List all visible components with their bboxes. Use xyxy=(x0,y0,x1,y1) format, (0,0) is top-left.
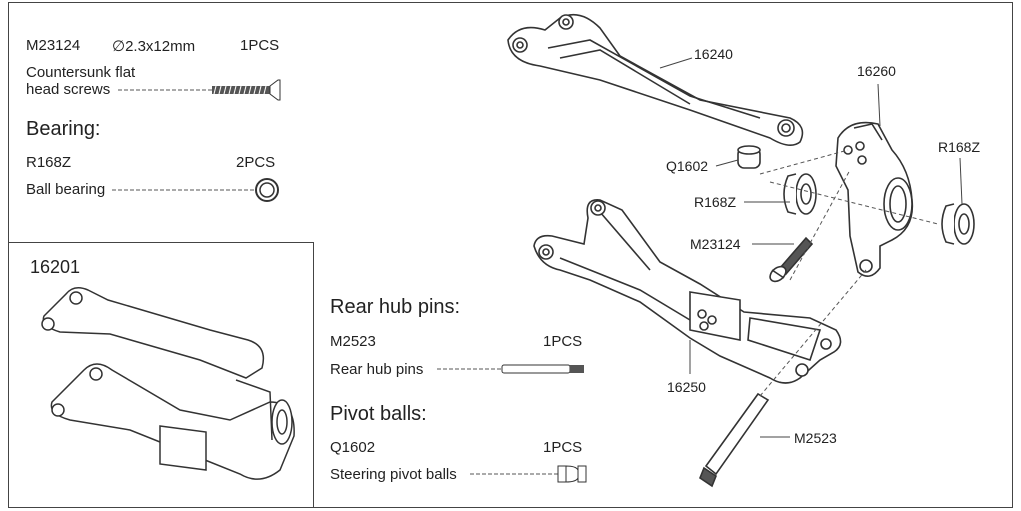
assembly-label: 16201 xyxy=(30,257,81,277)
pin-drawing xyxy=(699,392,770,488)
rear-hub-pin-icon xyxy=(437,364,584,374)
screw-drawing xyxy=(769,236,814,283)
hub-carrier-drawing xyxy=(835,121,914,277)
assembly-axes xyxy=(759,149,939,397)
callout-pin: M2523 xyxy=(794,430,837,446)
screw-qty: 1PCS xyxy=(240,37,280,54)
assembly-inset-frame xyxy=(8,242,314,508)
callout-bearing-right: R168Z xyxy=(938,139,981,155)
countersunk-screw-icon xyxy=(118,79,281,101)
screw-name-line2: head screws xyxy=(26,81,111,98)
upper-arm-drawing xyxy=(507,13,804,146)
ball-bearing-icon xyxy=(112,178,279,202)
steering-pivot-ball-icon xyxy=(470,465,587,483)
hub-pins-heading: Rear hub pins: xyxy=(330,296,461,318)
screw-code: M23124 xyxy=(26,37,81,54)
pivot-balls-heading: Pivot balls: xyxy=(330,403,427,425)
callout-bearing-left: R168Z xyxy=(694,194,737,210)
callout-pivot-ball: Q1602 xyxy=(666,158,709,174)
bearing-right-drawing xyxy=(941,203,975,245)
callout-lower-arm: 16250 xyxy=(667,379,706,395)
bearing-left-drawing xyxy=(783,173,817,215)
bearing-qty: 2PCS xyxy=(236,154,276,171)
pivot-balls-code: Q1602 xyxy=(330,439,376,456)
bearing-name: Ball bearing xyxy=(26,181,106,198)
screw-size: ∅2.3x12mm xyxy=(112,38,196,55)
callout-upper-arm: 16240 xyxy=(694,46,733,62)
pivot-ball-drawing xyxy=(737,145,761,169)
hub-pins-qty: 1PCS xyxy=(543,333,583,350)
bearing-code: R168Z xyxy=(26,154,72,171)
screw-name-line1: Countersunk flat xyxy=(26,64,136,81)
lower-arm-drawing xyxy=(533,199,842,384)
assembly-16201-drawing xyxy=(41,287,295,480)
pivot-balls-qty: 1PCS xyxy=(543,439,583,456)
pivot-balls-name: Steering pivot balls xyxy=(330,466,457,483)
hub-pins-name: Rear hub pins xyxy=(330,361,424,378)
hub-pins-code: M2523 xyxy=(330,333,376,350)
leader-lines xyxy=(659,57,963,438)
callout-hub-carrier: 16260 xyxy=(857,63,896,79)
bearing-heading: Bearing: xyxy=(26,118,101,140)
callout-screw: M23124 xyxy=(690,236,741,252)
